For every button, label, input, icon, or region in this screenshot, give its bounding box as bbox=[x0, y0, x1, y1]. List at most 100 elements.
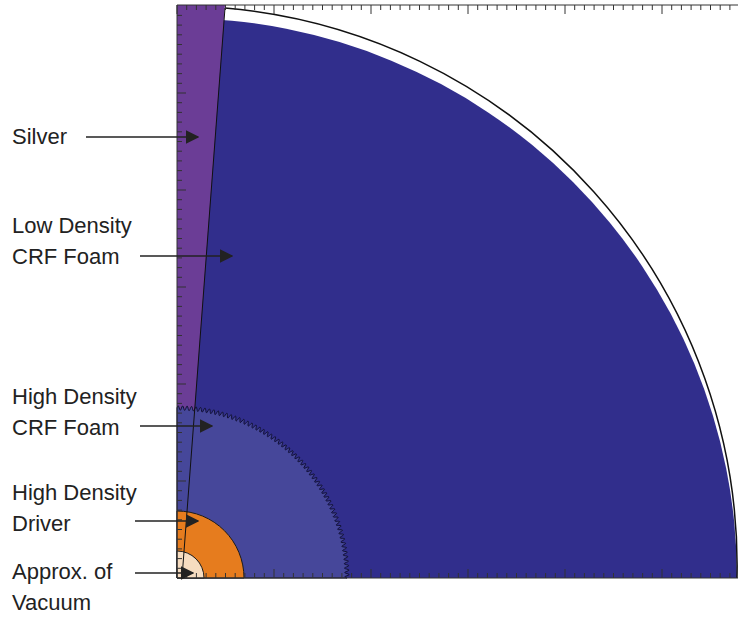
tick bbox=[361, 5, 362, 10]
tick bbox=[177, 490, 182, 491]
tick bbox=[729, 573, 730, 578]
tick bbox=[419, 573, 420, 578]
tick bbox=[177, 228, 182, 229]
tick bbox=[409, 573, 410, 578]
tick bbox=[206, 573, 207, 578]
tick bbox=[341, 5, 342, 10]
tick bbox=[177, 122, 182, 123]
tick bbox=[700, 5, 701, 10]
tick bbox=[177, 578, 186, 579]
leader-arrow bbox=[135, 572, 193, 574]
tick bbox=[177, 267, 182, 268]
tick bbox=[177, 374, 182, 375]
tick bbox=[283, 5, 284, 10]
tick bbox=[264, 5, 265, 10]
tick bbox=[177, 481, 186, 482]
tick bbox=[177, 151, 182, 152]
tick bbox=[225, 573, 226, 578]
tick bbox=[177, 471, 182, 472]
tick bbox=[623, 573, 624, 578]
tick bbox=[215, 573, 216, 578]
tick bbox=[487, 573, 488, 578]
tick bbox=[671, 573, 672, 578]
tick bbox=[177, 287, 186, 288]
tick bbox=[177, 131, 182, 132]
tick bbox=[361, 573, 362, 578]
tick bbox=[448, 5, 449, 10]
tick bbox=[652, 573, 653, 578]
tick bbox=[681, 573, 682, 578]
part-label: High Density CRF Foam bbox=[12, 381, 140, 443]
tick bbox=[341, 573, 342, 578]
tick bbox=[215, 5, 216, 10]
tick bbox=[177, 519, 182, 520]
tick bbox=[652, 5, 653, 10]
tick bbox=[177, 325, 182, 326]
tick bbox=[526, 5, 527, 10]
tick bbox=[642, 5, 643, 10]
tick bbox=[177, 306, 182, 307]
tick bbox=[438, 5, 439, 10]
tick bbox=[681, 5, 682, 10]
outer-boundary bbox=[225, 8, 737, 578]
tick bbox=[177, 15, 182, 16]
tick bbox=[177, 539, 182, 540]
tick bbox=[177, 63, 182, 64]
tick bbox=[535, 573, 536, 578]
tick bbox=[177, 25, 182, 26]
tick bbox=[264, 573, 265, 578]
tick bbox=[177, 141, 182, 142]
tick bbox=[177, 345, 182, 346]
tick bbox=[177, 238, 182, 239]
tick bbox=[594, 573, 595, 578]
tick bbox=[477, 5, 478, 10]
tick bbox=[303, 573, 304, 578]
tick bbox=[177, 257, 182, 258]
tick bbox=[235, 573, 236, 578]
tick bbox=[177, 451, 182, 452]
tick bbox=[603, 5, 604, 10]
tick bbox=[225, 5, 226, 10]
tick bbox=[332, 5, 333, 10]
tick bbox=[177, 102, 182, 103]
tick bbox=[274, 569, 275, 578]
tick bbox=[177, 500, 182, 501]
tick bbox=[468, 569, 469, 578]
tick bbox=[565, 569, 566, 578]
tick bbox=[244, 5, 245, 10]
tick bbox=[632, 573, 633, 578]
tick bbox=[196, 5, 197, 10]
tick bbox=[555, 573, 556, 578]
tick bbox=[584, 573, 585, 578]
tick bbox=[400, 5, 401, 10]
tick bbox=[419, 5, 420, 10]
tick bbox=[235, 5, 236, 10]
tick bbox=[177, 568, 182, 569]
tick bbox=[429, 573, 430, 578]
tick bbox=[177, 432, 182, 433]
tick bbox=[710, 5, 711, 10]
tick bbox=[516, 573, 517, 578]
tick bbox=[303, 5, 304, 10]
tick bbox=[642, 573, 643, 578]
tick bbox=[177, 34, 182, 35]
tick bbox=[274, 5, 275, 14]
tick bbox=[613, 5, 614, 10]
tick bbox=[584, 5, 585, 10]
tick bbox=[429, 5, 430, 10]
part-label: Approx. of Vacuum bbox=[12, 556, 122, 617]
tick bbox=[177, 199, 182, 200]
tick bbox=[487, 5, 488, 10]
tick bbox=[729, 5, 730, 10]
part-label: Silver bbox=[12, 121, 132, 152]
frame-bottom bbox=[177, 578, 738, 579]
tick bbox=[545, 573, 546, 578]
tick bbox=[691, 573, 692, 578]
tick bbox=[196, 573, 197, 578]
tick bbox=[177, 384, 186, 385]
tick bbox=[380, 5, 381, 10]
tick bbox=[244, 573, 245, 578]
tick bbox=[177, 93, 186, 94]
tick bbox=[497, 573, 498, 578]
